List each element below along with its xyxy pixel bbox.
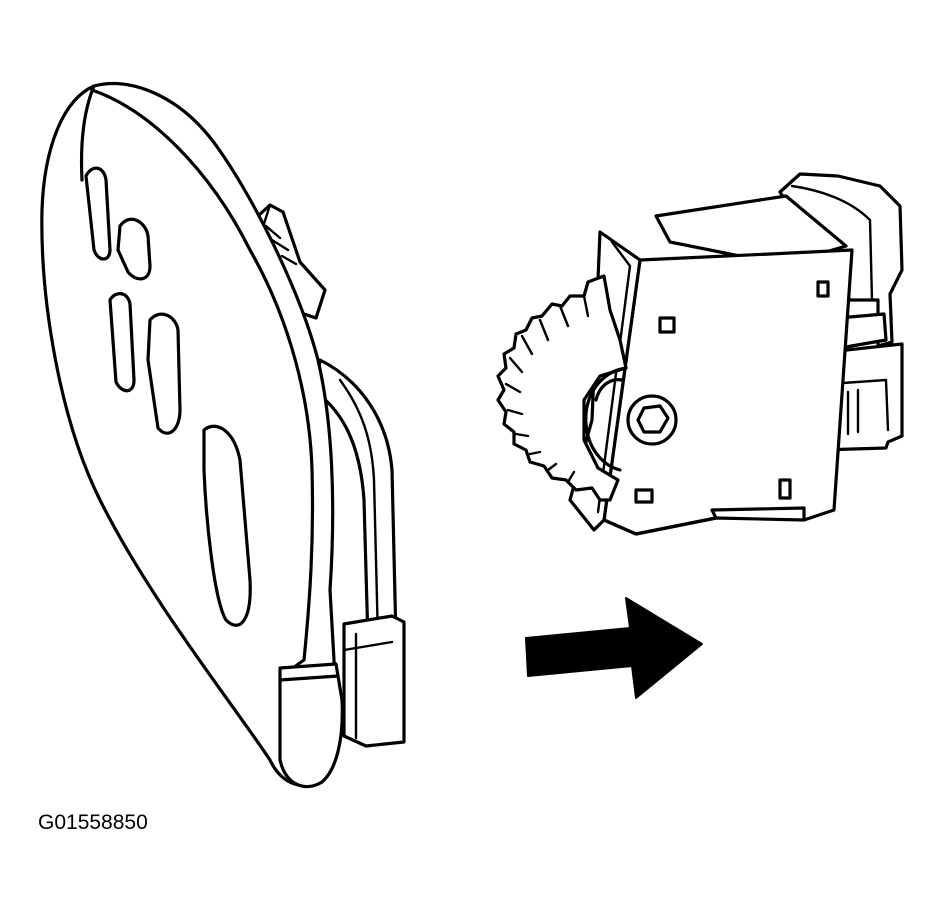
thumb-wheel xyxy=(496,274,628,502)
figure-id-label: G01558850 xyxy=(38,811,148,834)
bezel-panel xyxy=(40,81,406,789)
bezel-end-cap xyxy=(278,662,344,789)
rear-bracket xyxy=(314,358,406,748)
direction-arrow xyxy=(525,597,703,699)
bezel-slots xyxy=(84,166,252,627)
face-holes xyxy=(634,280,830,504)
hex-hub xyxy=(626,394,678,446)
actuator-module xyxy=(496,172,904,536)
